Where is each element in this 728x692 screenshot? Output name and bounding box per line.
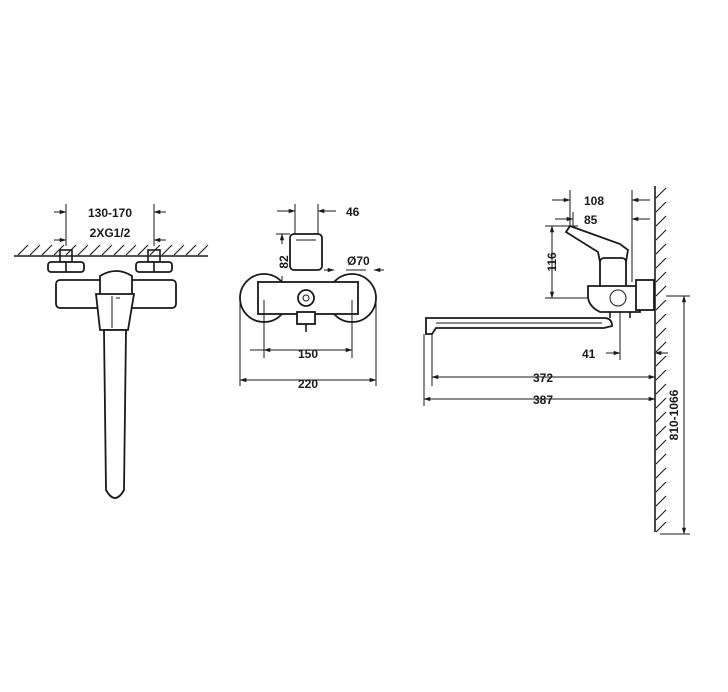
front-wall-hatch [17,244,209,256]
profile-view: 108 85 116 41 372 387 [423,186,690,535]
dim-label-lever-reach: 108 [584,194,604,208]
dim-label-axis-spacing: 150 [298,347,318,361]
dim-label-cartridge-width: 46 [346,205,360,219]
dim-label-thread-size: 2XG1/2 [90,226,131,240]
dim-label-cap-diameter: Ø70 [347,254,370,268]
dim-label-wall-clearance: 41 [582,347,596,361]
profile-wall-hatch [655,187,667,533]
dim-label-spout-reach: 372 [533,371,553,385]
dim-label-body-height: 116 [545,252,559,272]
dim-label-lever-offset: 85 [584,213,598,227]
front-view: 130-170 2XG1/2 [14,204,209,499]
dim-label-cartridge-height: 82 [277,255,291,269]
dim-label-mounting-height: 810-1066 [667,389,681,440]
dim-label-overall-width: 220 [298,377,318,391]
dim-label-connection-spacing: 130-170 [88,206,132,220]
dim-label-overall-reach: 387 [533,393,553,407]
side-view: 46 82 Ø70 150 220 [239,204,384,391]
